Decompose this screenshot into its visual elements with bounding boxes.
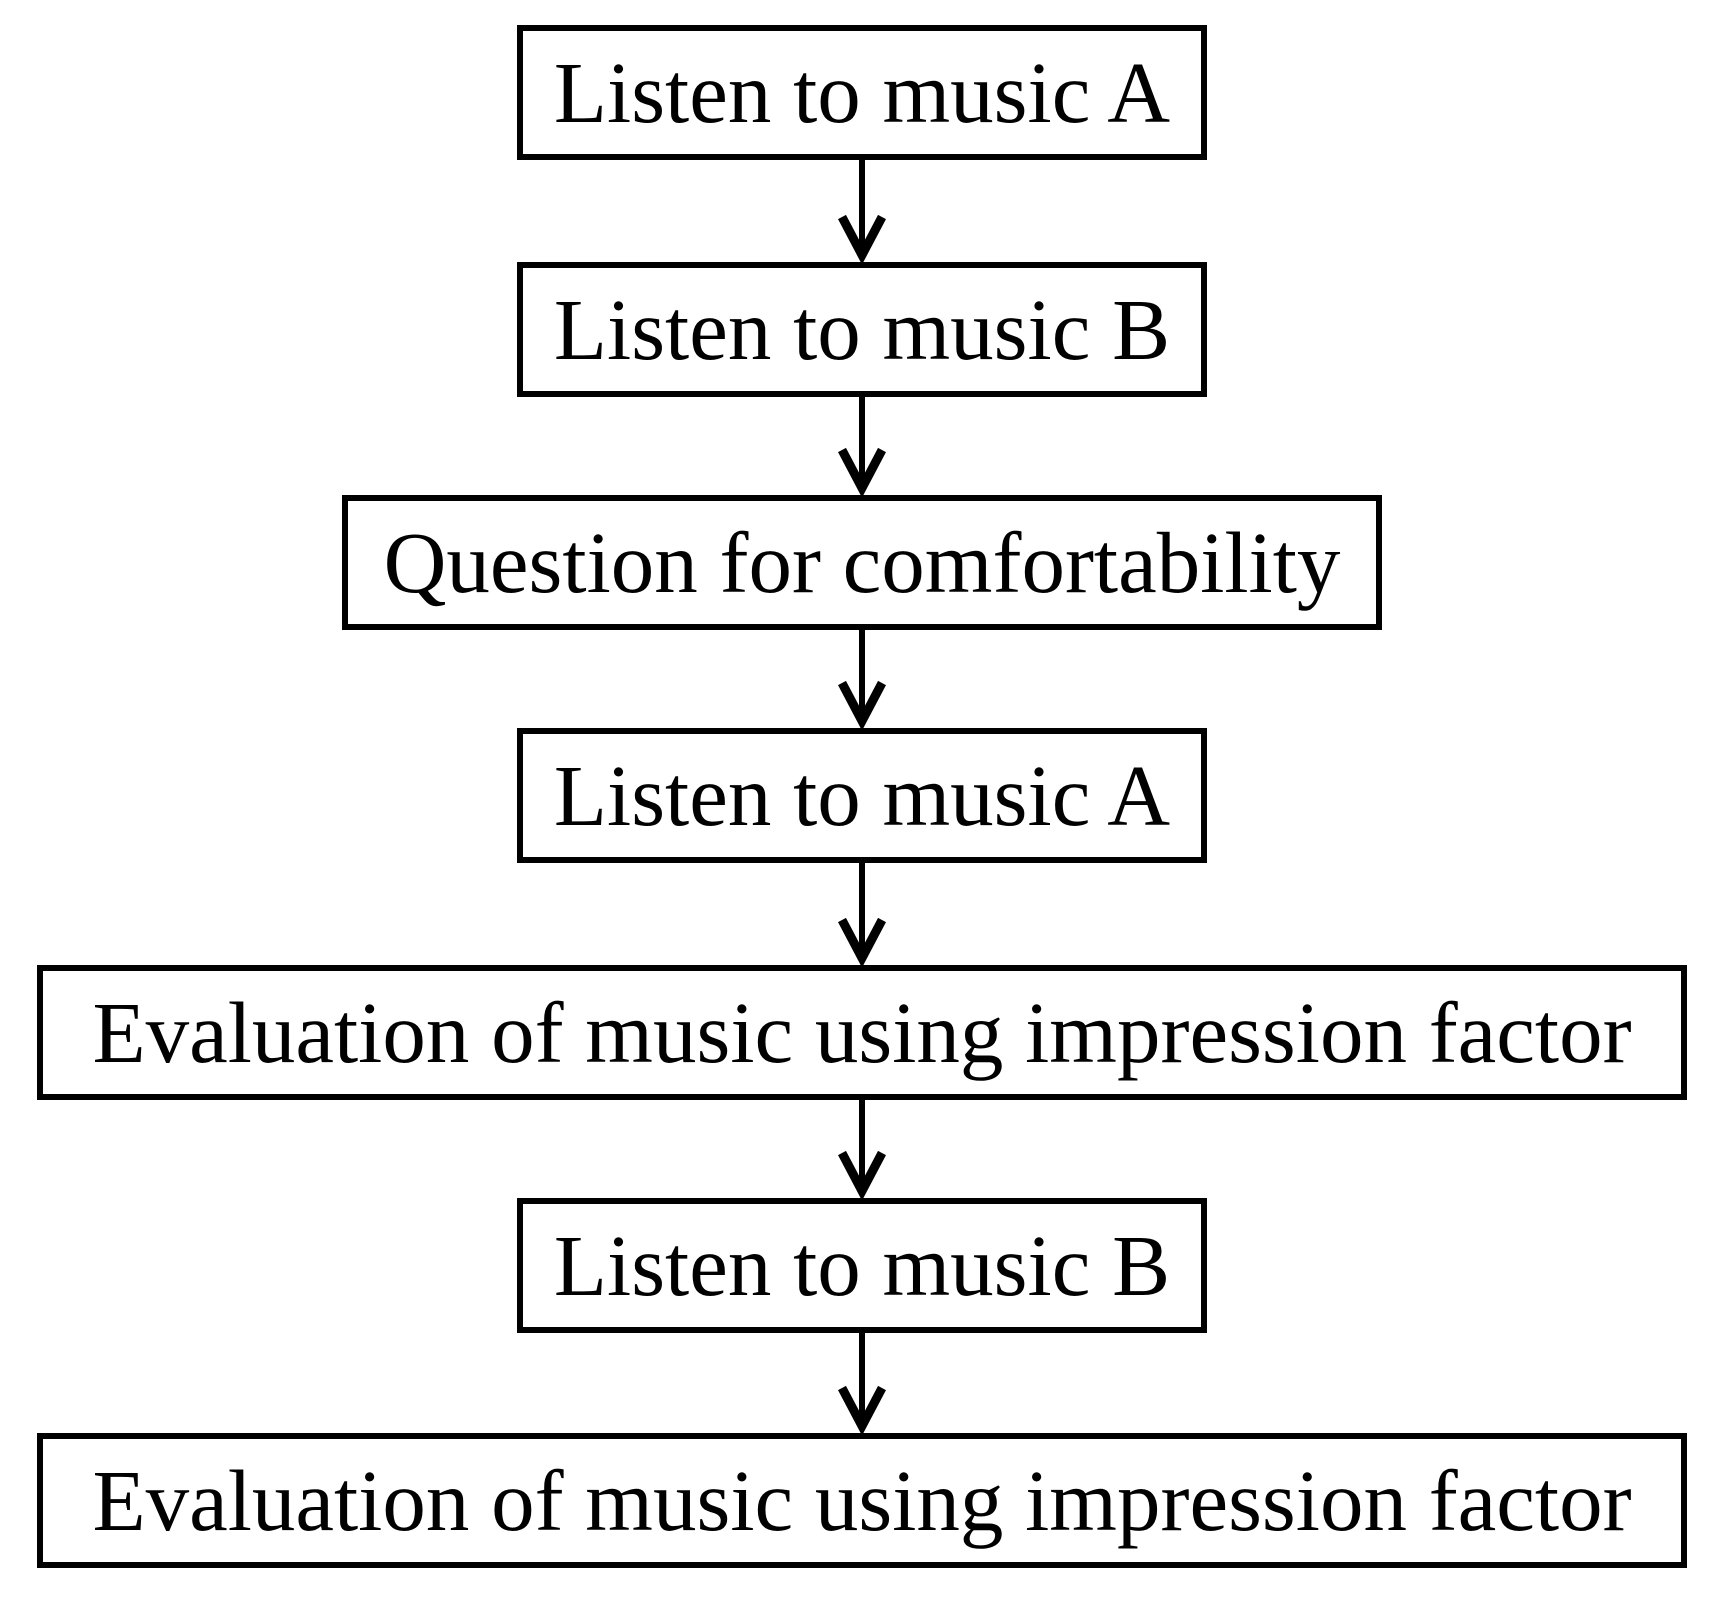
down-arrow-icon-2: [838, 397, 886, 495]
down-arrow-icon-5: [838, 1100, 886, 1198]
flow-node-evaluation-1: Evaluation of music using impression fac…: [37, 965, 1687, 1100]
flow-node-evaluation-1-label: Evaluation of music using impression fac…: [92, 984, 1632, 1081]
flow-node-listen-a-2: Listen to music A: [517, 728, 1207, 863]
flow-node-listen-b-2: Listen to music B: [517, 1198, 1207, 1333]
down-arrow-icon-1: [838, 160, 886, 262]
down-arrow-icon-3: [838, 630, 886, 728]
flow-node-listen-a-1: Listen to music A: [517, 25, 1207, 160]
flow-node-evaluation-2: Evaluation of music using impression fac…: [37, 1433, 1687, 1568]
flow-node-evaluation-2-label: Evaluation of music using impression fac…: [92, 1452, 1632, 1549]
flow-node-listen-a-1-label: Listen to music A: [553, 44, 1171, 141]
flow-node-listen-b-1: Listen to music B: [517, 262, 1207, 397]
flow-node-listen-b-1-label: Listen to music B: [553, 281, 1171, 378]
flow-node-listen-a-2-label: Listen to music A: [553, 747, 1171, 844]
down-arrow-icon-6: [838, 1333, 886, 1433]
flow-node-listen-b-2-label: Listen to music B: [553, 1217, 1171, 1314]
flow-node-question-comfortability: Question for comfortability: [342, 495, 1382, 630]
down-arrow-icon-4: [838, 863, 886, 965]
flow-node-question-comfortability-label: Question for comfortability: [383, 514, 1341, 611]
